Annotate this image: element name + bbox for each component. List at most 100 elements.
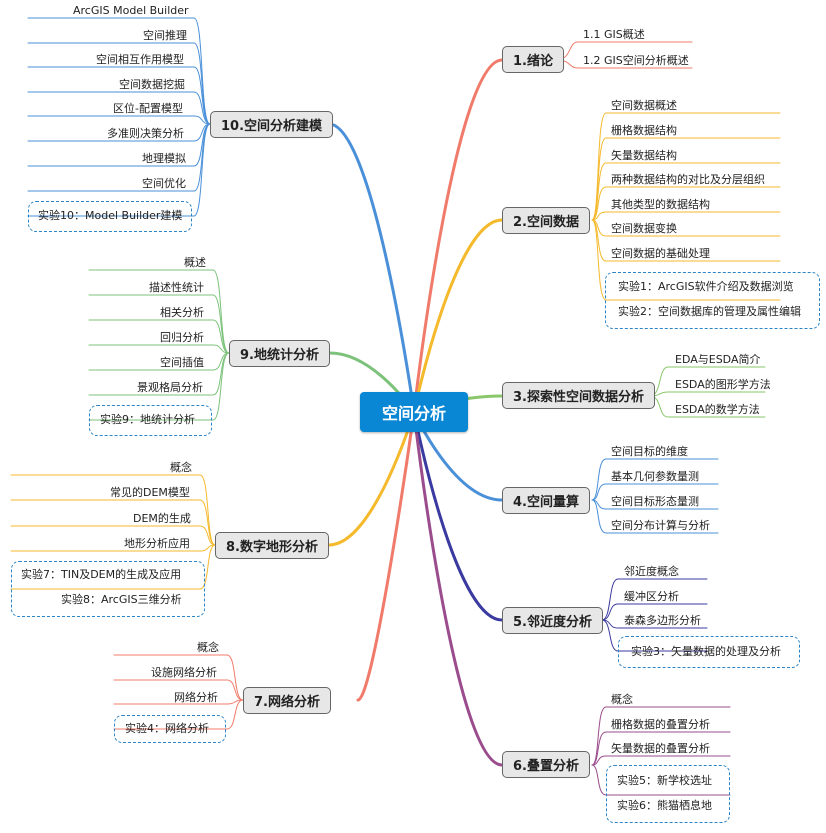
sub-t4-0: [591, 458, 719, 501]
t8-lab-group: [11, 561, 205, 617]
sub-t3-1: [649, 391, 766, 397]
sub-t9-3: [88, 344, 230, 354]
t10-lab-group: [28, 201, 192, 232]
t5-item-2[interactable]: 缓冲区分析: [624, 590, 679, 603]
t4-item-2[interactable]: 基本几何参数量测: [611, 470, 699, 483]
t7-item-1[interactable]: 概念: [197, 641, 219, 654]
sub-t7-1: [113, 679, 244, 701]
t5-item-3[interactable]: 泰森多边形分析: [624, 614, 701, 627]
t5-lab-group: [618, 636, 800, 668]
t9-item-4[interactable]: 回归分析: [160, 331, 204, 344]
sub-t8-4: [10, 544, 216, 590]
t2-item-2[interactable]: 栅格数据结构: [611, 124, 677, 137]
sub-t4-1: [591, 483, 719, 501]
t8-item-1[interactable]: 概念: [170, 461, 192, 474]
t10-item-4[interactable]: 空间数据挖掘: [119, 78, 185, 91]
t10-item-5[interactable]: 区位-配置模型: [113, 102, 183, 115]
sub-t8-3: [10, 544, 216, 552]
topic-esda[interactable]: 3.探索性空间数据分析: [502, 382, 655, 409]
t10-lab-1[interactable]: 实验10：Model Builder建模: [38, 209, 183, 222]
t10-item-2[interactable]: 空间推理: [143, 29, 187, 42]
t10-item-6[interactable]: 多准则决策分析: [107, 127, 184, 140]
sub-t7-3: [113, 699, 244, 730]
t2-lab-group: [605, 272, 820, 329]
topic-spatial-modeling[interactable]: 10.空间分析建模: [210, 111, 334, 138]
t9-lab-group: [89, 405, 212, 436]
t1-item-spatial-analysis-overview[interactable]: 1.2 GIS空间分析概述: [583, 54, 689, 67]
t7-lab-1[interactable]: 实验4：网络分析: [125, 722, 209, 735]
t6-lab-2[interactable]: 实验6：熊猫栖息地: [617, 799, 712, 812]
sub-t6-3: [591, 764, 731, 796]
topic-terrain-analysis[interactable]: 8.数字地形分析: [215, 532, 329, 559]
t2-item-1[interactable]: 空间数据概述: [611, 99, 677, 112]
t2-item-5[interactable]: 其他类型的数据结构: [611, 198, 710, 211]
sub-t10-2: [27, 66, 211, 125]
sub-t5-1: [601, 603, 708, 621]
sub-t5-3: [601, 619, 708, 652]
t9-item-1[interactable]: 概述: [184, 256, 206, 269]
t2-item-3[interactable]: 矢量数据结构: [611, 149, 677, 162]
topic-overlay[interactable]: 6.叠置分析: [502, 751, 590, 778]
sub-t9-2: [88, 319, 230, 354]
topic-network-analysis[interactable]: 7.网络分析: [243, 687, 331, 714]
topic-introduction[interactable]: 1.绪论: [502, 46, 564, 73]
t6-lab-1[interactable]: 实验5：新学校选址: [617, 774, 712, 787]
t8-lab-2[interactable]: 实验8：ArcGIS三维分析: [61, 593, 182, 606]
t6-item-1[interactable]: 概念: [611, 693, 633, 706]
t4-item-4[interactable]: 空间分布计算与分析: [611, 519, 710, 532]
t6-item-3[interactable]: 矢量数据的叠置分析: [611, 742, 710, 755]
t2-item-7[interactable]: 空间数据的基础处理: [611, 247, 710, 260]
t5-item-1[interactable]: 邻近度概念: [624, 565, 679, 578]
sub-t9-6: [88, 352, 230, 421]
topic-geostatistics[interactable]: 9.地统计分析: [229, 340, 330, 367]
t9-item-2[interactable]: 描述性统计: [149, 281, 204, 294]
t7-item-3[interactable]: 网络分析: [174, 691, 218, 704]
sub-t7-2: [113, 699, 244, 705]
t5-lab-1[interactable]: 实验3：矢量数据的处理及分析: [631, 645, 781, 658]
sub-t8-2: [10, 525, 216, 546]
sub-t6-2: [591, 755, 731, 766]
topic-proximity[interactable]: 5.邻近度分析: [502, 607, 603, 634]
topic-spatial-data[interactable]: 2.空间数据: [502, 207, 590, 234]
t8-item-3[interactable]: DEM的生成: [133, 512, 191, 525]
sub-t4-3: [591, 499, 719, 534]
t4-item-3[interactable]: 空间目标形态量测: [611, 495, 699, 508]
t8-lab-1[interactable]: 实验7：TIN及DEM的生成及应用: [21, 568, 182, 581]
sub-t2-4: [591, 211, 781, 221]
t6-item-2[interactable]: 栅格数据的叠置分析: [611, 718, 710, 731]
t9-lab-1[interactable]: 实验9：地统计分析: [100, 413, 195, 426]
t10-item-8[interactable]: 空间优化: [142, 177, 186, 190]
sub-t9-0: [88, 269, 230, 354]
t10-item-3[interactable]: 空间相互作用模型: [96, 53, 184, 66]
sub-t9-4: [88, 352, 230, 371]
t2-item-6[interactable]: 空间数据变换: [611, 222, 677, 235]
t2-lab-2[interactable]: 实验2：空间数据库的管理及属性编辑: [618, 305, 801, 318]
t10-item-7[interactable]: 地理模拟: [142, 152, 186, 165]
t9-item-5[interactable]: 空间插值: [160, 356, 204, 369]
t9-item-6[interactable]: 景观格局分析: [137, 381, 203, 394]
t8-item-2[interactable]: 常见的DEM模型: [110, 486, 190, 499]
t7-lab-group: [114, 715, 226, 743]
sub-t5-0: [601, 578, 708, 621]
sub-t9-1: [88, 294, 230, 354]
t2-lab-1[interactable]: 实验1：ArcGIS软件介绍及数据浏览: [618, 280, 794, 293]
sub-t7-0: [113, 654, 244, 701]
t4-item-1[interactable]: 空间目标的维度: [611, 445, 688, 458]
sub-t10-0: [27, 17, 211, 125]
sub-t6-1: [591, 731, 731, 766]
t9-item-3[interactable]: 相关分析: [160, 306, 204, 319]
t7-item-2[interactable]: 设施网络分析: [151, 666, 217, 679]
t8-item-4[interactable]: 地形分析应用: [124, 537, 190, 550]
t3-item-1[interactable]: EDA与ESDA简介: [675, 353, 761, 366]
t6-lab-group: [606, 765, 730, 823]
topic-spatial-measurement[interactable]: 4.空间量算: [502, 487, 590, 514]
t2-item-4[interactable]: 两种数据结构的对比及分层组织: [611, 173, 765, 186]
sub-t5-2: [601, 619, 708, 629]
central-topic[interactable]: 空间分析: [360, 392, 468, 432]
sub-t10-3: [27, 91, 211, 125]
t1-item-gis-overview[interactable]: 1.1 GIS概述: [583, 28, 645, 41]
sub-t10-4: [27, 115, 211, 125]
t3-item-2[interactable]: ESDA的图形学方法: [675, 378, 771, 391]
t10-item-1[interactable]: ArcGIS Model Builder: [73, 4, 189, 17]
t3-item-3[interactable]: ESDA的数学方法: [675, 403, 760, 416]
